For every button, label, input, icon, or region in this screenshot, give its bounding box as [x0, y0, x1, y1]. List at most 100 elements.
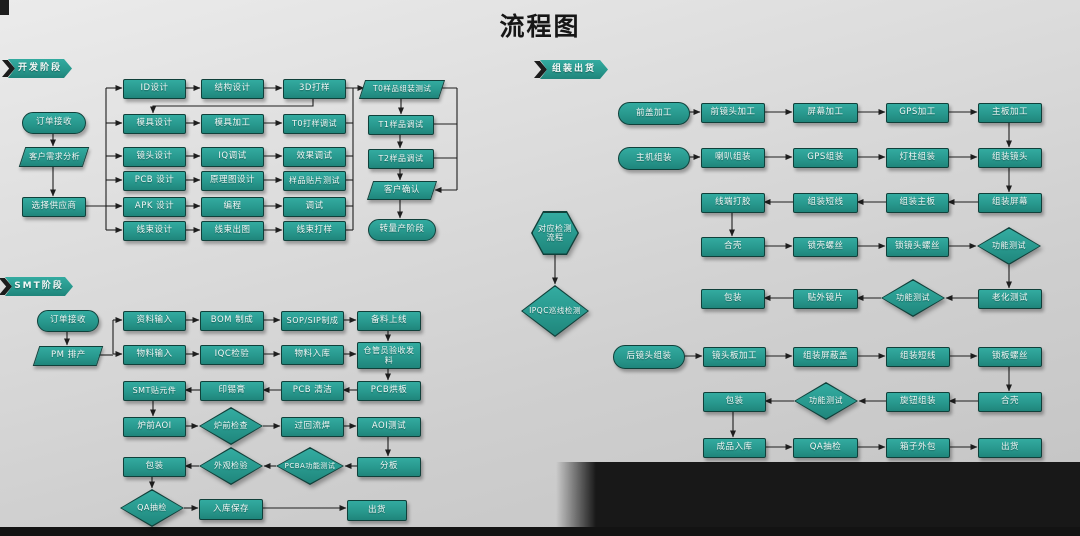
node-smt-pm-scheduling-label: PM 排产: [50, 350, 86, 361]
node-banner-smt-label: SMT阶段: [14, 281, 64, 292]
node-asm-close-shell-1-label: 合壳: [723, 241, 742, 252]
node-asm-board-screw-label: 锁板螺丝: [991, 351, 1028, 362]
node-asm-wire-glue: 线端打胶: [701, 193, 765, 213]
node-asm-gps-proc-label: GPS加工: [899, 107, 936, 118]
node-asm-knob-asm: 旋钮组装: [886, 392, 950, 412]
page-title: 流程图: [499, 12, 581, 41]
node-asm-front-lens-proc-label: 前镜头加工: [710, 107, 756, 118]
node-dev-customer-confirm: 客户确认: [366, 181, 438, 200]
node-mid-detect-flow: 对应检测流程: [531, 211, 579, 255]
node-asm-close-shell-2-label: 合壳: [1000, 396, 1019, 407]
node-asm-mainboard-proc: 主板加工: [978, 103, 1042, 123]
node-asm-outer-lens-label: 贴外镜片: [807, 293, 844, 304]
node-smt-warehouse-issue-label: 仓管员验收发料: [363, 346, 415, 365]
node-dev-t1-sample-debug: T1样品调试: [368, 115, 434, 135]
node-smt-sop-sip-make: SOP/SIP制成: [281, 311, 344, 331]
node-asm-func-test-2: 功能测试: [881, 279, 945, 317]
node-smt-data-input: 资料输入: [123, 311, 186, 331]
node-asm-gps-asm-label: GPS组装: [807, 152, 844, 163]
node-dev-harness-proto: 线束打样: [283, 221, 346, 241]
node-smt-pre-oven-check: 炉前检查: [199, 407, 263, 445]
node-asm-lens-screw: 锁镜头螺丝: [886, 237, 949, 257]
node-asm-knob-asm-label: 旋钮组装: [899, 396, 936, 407]
node-asm-packing-1-label: 包装: [723, 293, 742, 304]
node-dev-sample-smt-test: 样品贴片测试: [283, 171, 346, 191]
letterbox-bottom-right: [556, 462, 1080, 536]
node-asm-packing-2: 包装: [703, 392, 766, 412]
node-smt-visual-inspect: 外观检验: [199, 447, 263, 485]
node-asm-shortwire-asm-2-label: 组装短线: [899, 351, 936, 362]
node-asm-shortwire-asm-2: 组装短线: [886, 347, 950, 367]
node-dev-schematic-design: 原理图设计: [201, 171, 264, 191]
node-dev-harness-design-label: 线束设计: [136, 225, 173, 236]
node-asm-outer-lens: 贴外镜片: [793, 289, 858, 309]
node-dev-order-receive: 订单接收: [22, 112, 86, 134]
node-asm-mainboard-asm-label: 组装主板: [899, 197, 936, 208]
node-asm-lensboard-proc-label: 镜头板加工: [711, 351, 757, 362]
node-asm-shield-cover-asm-label: 组装屏蔽盖: [802, 351, 848, 362]
node-asm-ship-label: 出货: [1000, 442, 1019, 453]
node-smt-material-storage-label: 物料入库: [294, 349, 331, 360]
node-asm-lens-screw-label: 锁镜头螺丝: [894, 241, 940, 252]
node-dev-id-design-label: ID设计: [140, 83, 169, 94]
node-asm-lightpost-asm-label: 灯柱组装: [899, 152, 936, 163]
node-dev-select-supplier-label: 选择供应商: [31, 201, 77, 212]
node-dev-harness-drawing: 线束出图: [201, 221, 264, 241]
node-asm-front-cover-proc: 前盖加工: [618, 102, 690, 125]
node-asm-lens-asm: 组装镜头: [978, 148, 1042, 168]
node-asm-close-shell-1: 合壳: [701, 237, 765, 257]
node-dev-lens-design: 镜头设计: [123, 147, 186, 167]
node-asm-speaker-asm-label: 喇叭组装: [714, 152, 751, 163]
node-smt-storage-save: 入库保存: [199, 499, 263, 520]
node-dev-t2-sample-debug-label: T2样品调试: [378, 154, 424, 164]
node-asm-lightpost-asm: 灯柱组装: [886, 148, 949, 168]
node-smt-material-ready-label: 备料上线: [370, 315, 407, 326]
node-dev-pcb-design-label: PCB 设计: [134, 175, 175, 186]
node-asm-packing-2-label: 包装: [725, 396, 744, 407]
node-smt-pre-oven-check-label: 炉前检查: [214, 421, 248, 431]
node-asm-finished-storage-label: 成品入库: [716, 442, 753, 453]
node-asm-lensboard-proc: 镜头板加工: [703, 347, 766, 367]
node-dev-lens-design-label: 镜头设计: [136, 151, 173, 162]
node-smt-iqc-inspect: IQC检验: [200, 345, 264, 365]
node-smt-packing-label: 包装: [145, 461, 164, 472]
node-asm-qa-sampling: QA抽检: [793, 438, 858, 458]
node-dev-effect-debug-label: 效果调试: [296, 151, 333, 162]
node-dev-customer-req-analysis: 客户需求分析: [18, 147, 90, 167]
node-smt-pcb-clean-label: PCB 清洁: [292, 385, 333, 396]
node-asm-packing-1: 包装: [701, 289, 765, 309]
node-asm-lens-asm-label: 组装镜头: [991, 152, 1028, 163]
node-smt-solder-paste-print: 印锡膏: [200, 381, 264, 401]
node-smt-reflow: 过回流焊: [281, 417, 344, 437]
node-asm-shortwire-asm-label: 组装短线: [807, 197, 844, 208]
node-smt-order-receive-label: 订单接收: [49, 315, 86, 326]
node-dev-apk-design: APK 设计: [123, 197, 186, 217]
node-asm-func-test-2-label: 功能测试: [896, 293, 930, 303]
node-dev-3d-proto-label: 3D打样: [299, 83, 330, 94]
node-smt-place-components: SMT贴元件: [123, 381, 186, 401]
node-asm-mainboard-asm: 组装主板: [886, 193, 949, 213]
node-dev-order-receive-label: 订单接收: [35, 117, 72, 128]
node-asm-mainunit-asm: 主机组装: [618, 147, 690, 170]
node-dev-iq-debug-label: IQ调试: [218, 151, 247, 162]
node-smt-material-input: 物料输入: [123, 345, 186, 365]
node-dev-harness-design: 线束设计: [123, 221, 186, 241]
node-dev-effect-debug: 效果调试: [283, 147, 346, 167]
node-dev-t0-proto-debug: T0打样调试: [283, 114, 346, 134]
node-smt-material-input-label: 物料输入: [136, 349, 173, 360]
node-asm-speaker-asm: 喇叭组装: [701, 148, 765, 168]
node-smt-pm-scheduling: PM 排产: [32, 346, 104, 366]
node-asm-front-lens-proc: 前镜头加工: [701, 103, 765, 123]
node-banner-smt: SMT阶段: [5, 277, 73, 296]
node-smt-sop-sip-make-label: SOP/SIP制成: [286, 316, 339, 326]
node-dev-schematic-design-label: 原理图设计: [209, 175, 255, 186]
node-dev-apk-design-label: APK 设计: [134, 201, 175, 212]
node-smt-ship: 出货: [347, 500, 407, 521]
node-dev-select-supplier: 选择供应商: [22, 197, 86, 217]
node-smt-material-storage: 物料入库: [281, 345, 344, 365]
node-smt-storage-save-label: 入库保存: [212, 503, 249, 514]
node-asm-mainunit-asm-label: 主机组装: [635, 152, 672, 163]
node-banner-asm-label: 组装出货: [551, 64, 596, 75]
node-asm-rear-lens-asm-label: 后镜头组装: [626, 351, 672, 362]
